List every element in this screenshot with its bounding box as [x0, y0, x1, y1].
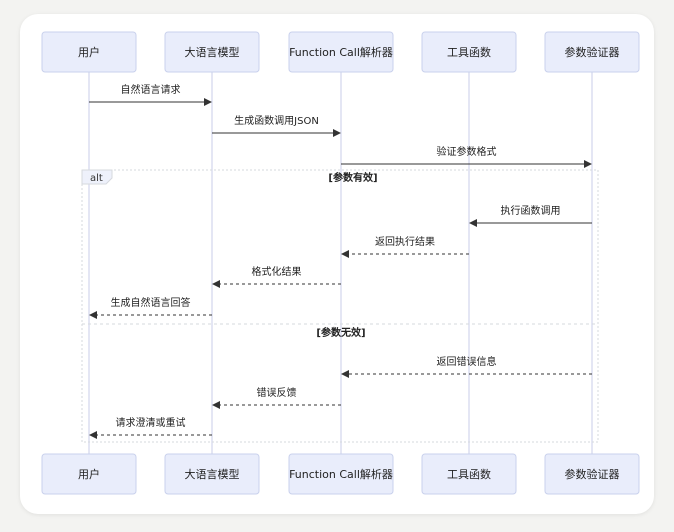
diagram-card: [20, 14, 654, 514]
message-label: 错误反馈: [257, 386, 297, 399]
participant-validator-bottom: 参数验证器: [544, 453, 640, 495]
participant-llm-top: 大语言模型: [164, 31, 260, 73]
participant-user-bottom: 用户: [41, 453, 137, 495]
message-9: 错误反馈: [212, 386, 341, 409]
message-7: 生成自然语言回答: [89, 296, 212, 319]
participant-box: [421, 453, 517, 495]
participant-box: [544, 31, 640, 73]
participant-tool-top: 工具函数: [421, 31, 517, 73]
participant-box: [41, 31, 137, 73]
alt-guard-invalid: [参数无效]: [316, 326, 365, 339]
participant-label: Function Call解析器: [289, 467, 393, 481]
participant-label: 大语言模型: [185, 467, 240, 481]
message-label: 生成函数调用JSON: [234, 114, 319, 127]
alt-frame-border: [81, 169, 599, 443]
participant-llm-bottom: 大语言模型: [164, 453, 260, 495]
participant-box: [544, 453, 640, 495]
message-label: 返回执行结果: [375, 235, 435, 248]
participant-box: [41, 453, 137, 495]
participant-box: [421, 31, 517, 73]
participant-label: Function Call解析器: [289, 45, 393, 59]
participant-label: 参数验证器: [565, 467, 620, 481]
participant-validator-top: 参数验证器: [544, 31, 640, 73]
message-label: 生成自然语言回答: [111, 296, 191, 309]
participant-parser-top: Function Call解析器: [288, 31, 394, 73]
message-5: 返回执行结果: [341, 235, 469, 258]
message-1: 自然语言请求: [89, 83, 212, 106]
participant-label: 用户: [78, 467, 100, 481]
message-3: 验证参数格式: [341, 145, 592, 168]
message-label: 执行函数调用: [501, 204, 561, 217]
participant-label: 工具函数: [447, 468, 491, 481]
lifelines: [88, 72, 593, 456]
participant-label: 参数验证器: [565, 45, 620, 59]
message-label: 返回错误信息: [437, 355, 497, 368]
participant-box: [288, 453, 394, 495]
participant-label: 用户: [78, 45, 100, 59]
message-2: 生成函数调用JSON: [212, 114, 341, 137]
participant-box: [164, 453, 260, 495]
participant-label: 工具函数: [447, 46, 491, 59]
participant-parser-bottom: Function Call解析器: [288, 453, 394, 495]
message-6: 格式化结果: [212, 265, 341, 288]
alt-guard-valid: [参数有效]: [328, 171, 377, 184]
participant-label: 大语言模型: [185, 45, 240, 59]
message-4: 执行函数调用: [469, 204, 592, 227]
participant-box: [288, 31, 394, 73]
participant-tool-bottom: 工具函数: [421, 453, 517, 495]
alt-frame: alt [参数有效] [参数无效]: [81, 169, 599, 443]
message-label: 自然语言请求: [121, 83, 181, 96]
message-8: 返回错误信息: [341, 355, 592, 378]
participant-user-top: 用户: [41, 31, 137, 73]
alt-label: alt: [90, 173, 103, 184]
message-label: 验证参数格式: [437, 145, 497, 158]
message-10: 请求澄清或重试: [89, 416, 212, 439]
message-label: 格式化结果: [252, 265, 302, 278]
alt-tab: [81, 169, 113, 185]
participant-box: [164, 31, 260, 73]
message-label: 请求澄清或重试: [116, 416, 186, 429]
